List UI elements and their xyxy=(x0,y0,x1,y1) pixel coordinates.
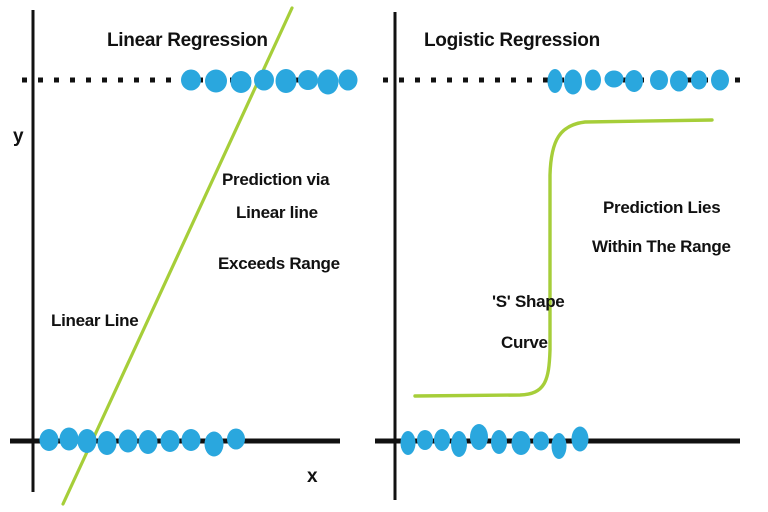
right-curve-label-line-2: Curve xyxy=(501,333,548,352)
left-x-axis-label: x xyxy=(307,466,318,487)
sigmoid-curve xyxy=(413,118,714,398)
right-class0-points xyxy=(400,424,589,459)
right-annotation-line-1: Prediction Lies xyxy=(603,198,721,217)
left-annotation-line-1: Prediction via xyxy=(222,170,330,189)
left-annotation-line-3: Exceeds Range xyxy=(218,254,340,273)
panel-logistic-regression xyxy=(375,12,748,500)
left-annotation-line-2: Linear line xyxy=(236,203,318,222)
right-curve-label-line-1: 'S' Shape xyxy=(492,292,565,311)
left-linear-fit-line xyxy=(61,6,294,506)
left-class1-points xyxy=(181,69,358,95)
panel-linear-regression xyxy=(10,6,358,506)
left-panel-title: Linear Regression xyxy=(107,30,268,51)
right-class1-points xyxy=(547,69,729,95)
left-class0-points xyxy=(39,427,245,457)
left-curve-label: Linear Line xyxy=(51,311,139,330)
right-panel-title: Logistic Regression xyxy=(424,30,600,51)
right-annotation-line-2: Within The Range xyxy=(592,237,731,256)
left-y-axis-label: y xyxy=(13,126,24,147)
